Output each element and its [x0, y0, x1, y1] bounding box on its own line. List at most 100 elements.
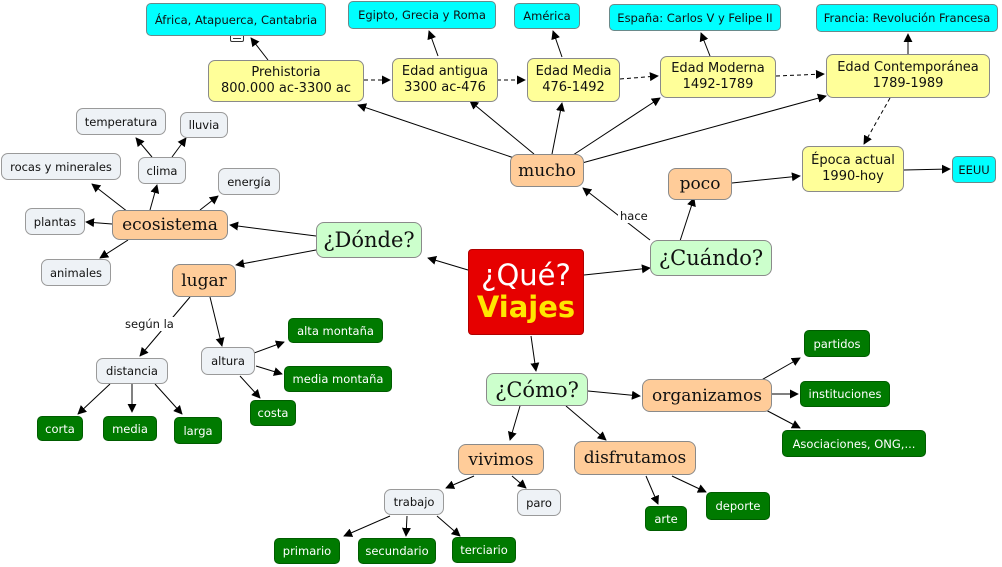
- node-animales[interactable]: animales: [41, 259, 111, 286]
- era-moderna[interactable]: Edad Moderna 1492-1789: [660, 56, 776, 98]
- link-cuando-poco: [679, 197, 696, 242]
- node-lluvia[interactable]: lluvia: [180, 112, 228, 138]
- node-clima[interactable]: clima: [138, 157, 186, 184]
- question-donde[interactable]: ¿Dónde?: [316, 222, 422, 258]
- era-dates: 1990-hoy: [822, 169, 884, 184]
- link-mucho-prehistoria: [357, 103, 521, 161]
- node-rocas-minerales[interactable]: rocas y minerales: [1, 153, 121, 180]
- link-center-como: [530, 335, 540, 372]
- node-poco[interactable]: poco: [668, 168, 732, 200]
- leaf-arte[interactable]: arte: [645, 506, 687, 531]
- era-dates: 3300 ac-476: [404, 80, 486, 95]
- era-dates: 476-1492: [542, 80, 605, 95]
- link-altura-media: [255, 365, 283, 376]
- leaf-instituciones[interactable]: instituciones: [800, 381, 890, 407]
- era-name: Edad Contemporánea: [837, 60, 979, 76]
- link-org-partidos: [757, 357, 801, 383]
- link-antigua-eg: [427, 30, 439, 57]
- link-ecosistema-clima: [149, 184, 160, 211]
- era-name: Época actual: [811, 153, 895, 169]
- node-vivimos[interactable]: vivimos: [458, 444, 544, 475]
- link-altura-alta: [253, 340, 285, 354]
- example-moderna[interactable]: España: Carlos V y Felipe II: [609, 4, 781, 31]
- node-energia[interactable]: energía: [218, 168, 280, 195]
- era-name: Prehistoria: [251, 65, 321, 81]
- link-trabajo-primario: [343, 515, 391, 537]
- link-donde-ecosistema: [229, 221, 317, 237]
- link-como-disfrutamos: [565, 405, 607, 441]
- link-moderna-eg: [699, 32, 711, 57]
- leaf-alta-montana[interactable]: alta montaña: [288, 318, 383, 343]
- link-prehistoria-eg: [250, 37, 269, 61]
- era-prehistoria[interactable]: Prehistoria 800.000 ac-3300 ac: [208, 60, 364, 102]
- link-donde-lugar: [235, 249, 317, 268]
- link-trabajo-secundario: [401, 515, 411, 537]
- timeline-5: [863, 97, 891, 145]
- link-ecosistema-rocas: [91, 183, 129, 213]
- timeline-3: [619, 72, 659, 82]
- leaf-media-distancia[interactable]: media: [103, 416, 157, 441]
- era-antigua[interactable]: Edad antigua 3300 ac-476: [392, 58, 498, 102]
- link-ecosistema-energia: [199, 195, 219, 211]
- example-contemporanea[interactable]: Francia: Revolución Francesa: [816, 4, 998, 32]
- leaf-larga[interactable]: larga: [174, 417, 222, 444]
- link-poco-actual: [731, 172, 801, 184]
- example-antigua[interactable]: Egipto, Grecia y Roma: [348, 1, 496, 29]
- link-ecosistema-plantas: [85, 218, 113, 228]
- link-como-vivimos: [507, 405, 521, 441]
- node-altura[interactable]: altura: [201, 347, 255, 375]
- leaf-media-montana[interactable]: media montaña: [284, 366, 392, 392]
- link-trabajo-terciario: [436, 515, 461, 537]
- link-label-segun-la: según la: [123, 317, 176, 331]
- link-distancia-corta: [77, 383, 111, 415]
- central-topic[interactable]: ¿Qué? Viajes: [468, 249, 584, 335]
- era-dates: 1789-1989: [872, 76, 944, 91]
- node-disfrutamos[interactable]: disfrutamos: [574, 441, 696, 475]
- link-disfrutamos-arte: [645, 475, 659, 505]
- leaf-asociaciones[interactable]: Asociaciones, ONG,...: [782, 430, 926, 457]
- question-cuando[interactable]: ¿Cuándo?: [650, 240, 772, 276]
- leaf-terciario[interactable]: terciario: [452, 537, 516, 563]
- node-temperatura[interactable]: temperatura: [76, 108, 166, 135]
- node-lugar[interactable]: lugar: [172, 264, 236, 297]
- link-clima-lluvia: [171, 137, 187, 158]
- era-dates: 1492-1789: [682, 77, 754, 92]
- example-prehistoria[interactable]: África, Atapuerca, Cantabria: [146, 3, 326, 36]
- era-dates: 800.000 ac-3300 ac: [220, 81, 352, 96]
- link-mucho-contemporanea: [581, 93, 827, 164]
- link-center-cuando: [583, 264, 651, 276]
- era-name: Edad antigua: [401, 64, 489, 80]
- link-distancia-larga: [154, 383, 183, 415]
- question-como[interactable]: ¿Cómo?: [486, 373, 588, 406]
- leaf-partidos[interactable]: partidos: [804, 330, 870, 357]
- link-cuando-mucho: [582, 187, 651, 241]
- link-center-donde: [427, 256, 469, 271]
- node-distancia[interactable]: distancia: [96, 358, 168, 384]
- leaf-primario[interactable]: primario: [274, 538, 340, 564]
- node-ecosistema[interactable]: ecosistema: [112, 210, 228, 240]
- leaf-deporte[interactable]: deporte: [706, 492, 770, 520]
- leaf-costa[interactable]: costa: [250, 400, 296, 426]
- link-ecosistema-animales: [99, 239, 129, 259]
- node-mucho[interactable]: mucho: [510, 154, 584, 187]
- link-label-hace: hace: [618, 209, 650, 223]
- example-actual[interactable]: EEUU: [952, 156, 996, 183]
- era-contemporanea[interactable]: Edad Contemporánea 1789-1989: [826, 54, 990, 98]
- link-vivimos-trabajo: [445, 475, 475, 489]
- node-paro[interactable]: paro: [517, 489, 561, 516]
- node-trabajo[interactable]: trabajo: [384, 489, 444, 515]
- link-mucho-media: [551, 102, 565, 155]
- era-name: Edad Media: [535, 64, 612, 80]
- link-vivimos-paro: [511, 475, 527, 489]
- leaf-secundario[interactable]: secundario: [358, 538, 436, 564]
- leaf-corta[interactable]: corta: [37, 416, 83, 441]
- node-organizamos[interactable]: organizamos: [642, 379, 772, 412]
- node-plantas[interactable]: plantas: [25, 208, 85, 235]
- link-altura-costa: [239, 375, 261, 399]
- era-name: Edad Moderna: [671, 61, 765, 77]
- era-actual[interactable]: Época actual 1990-hoy: [802, 146, 904, 192]
- link-lugar-altura: [209, 296, 225, 347]
- example-media[interactable]: América: [514, 3, 580, 29]
- era-media[interactable]: Edad Media 476-1492: [527, 58, 620, 102]
